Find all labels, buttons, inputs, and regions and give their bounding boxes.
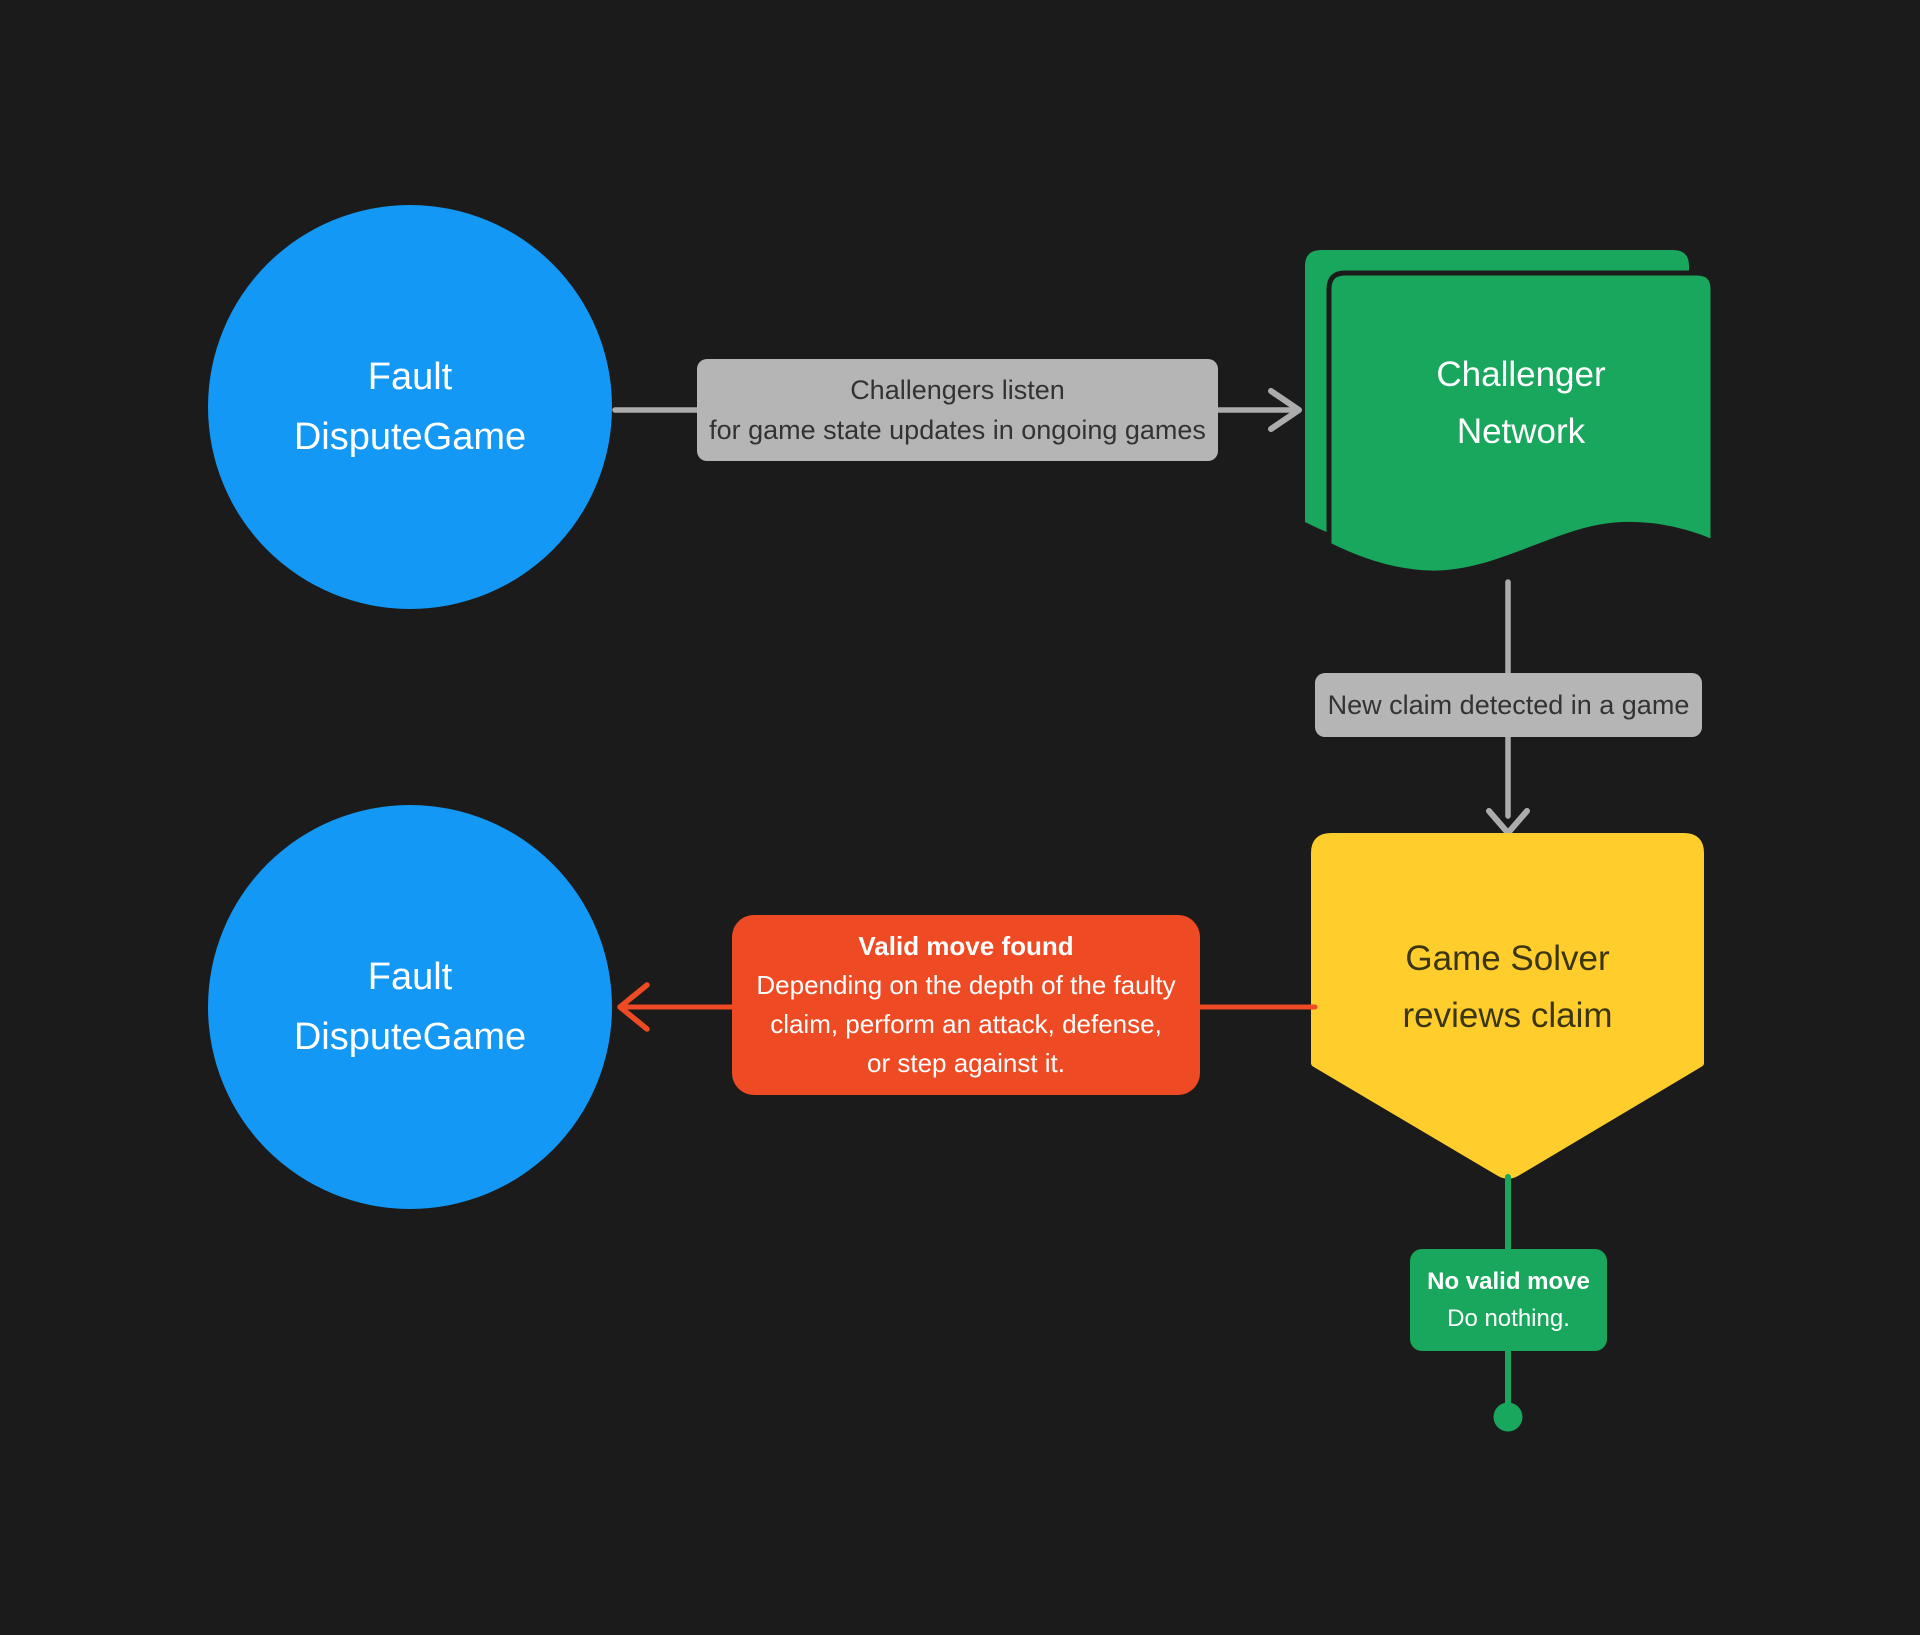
label-line: for game state updates in ongoing games [709,415,1206,445]
flag-front-page [1326,270,1716,576]
new-claim-label: New claim detected in a game [1315,673,1702,737]
label-title: Valid move found [858,931,1074,961]
fault-disputegame-node-top: Fault DisputeGame [208,205,612,609]
node-label-line: Fault [367,356,453,398]
no-valid-move-label: No valid move Do nothing. [1410,1249,1607,1351]
node-label-line: Fault [367,956,453,998]
label-line: Challengers listen [850,375,1065,405]
arrowhead-right-icon [1268,388,1302,432]
label-title: No valid move [1427,1268,1590,1295]
label-line: Do nothing. [1447,1305,1570,1332]
node-label-line: DisputeGame [293,1016,527,1058]
label-line: New claim detected in a game [1327,690,1690,720]
label-line: Depending on the depth of the faulty [756,970,1176,1000]
challengers-listen-label: Challengers listen for game state update… [697,359,1218,461]
fault-disputegame-node-bottom: Fault DisputeGame [208,805,612,1209]
pentagon-shape [1311,833,1704,1179]
arrowhead-left-icon [617,982,650,1032]
label-line: or step against it. [867,1048,1065,1078]
label-line: claim, perform an attack, defense, [770,1009,1162,1039]
valid-move-label: Valid move found Depending on the depth … [732,915,1200,1095]
node-label-line: DisputeGame [293,416,527,458]
end-dot-icon [1493,1402,1523,1432]
